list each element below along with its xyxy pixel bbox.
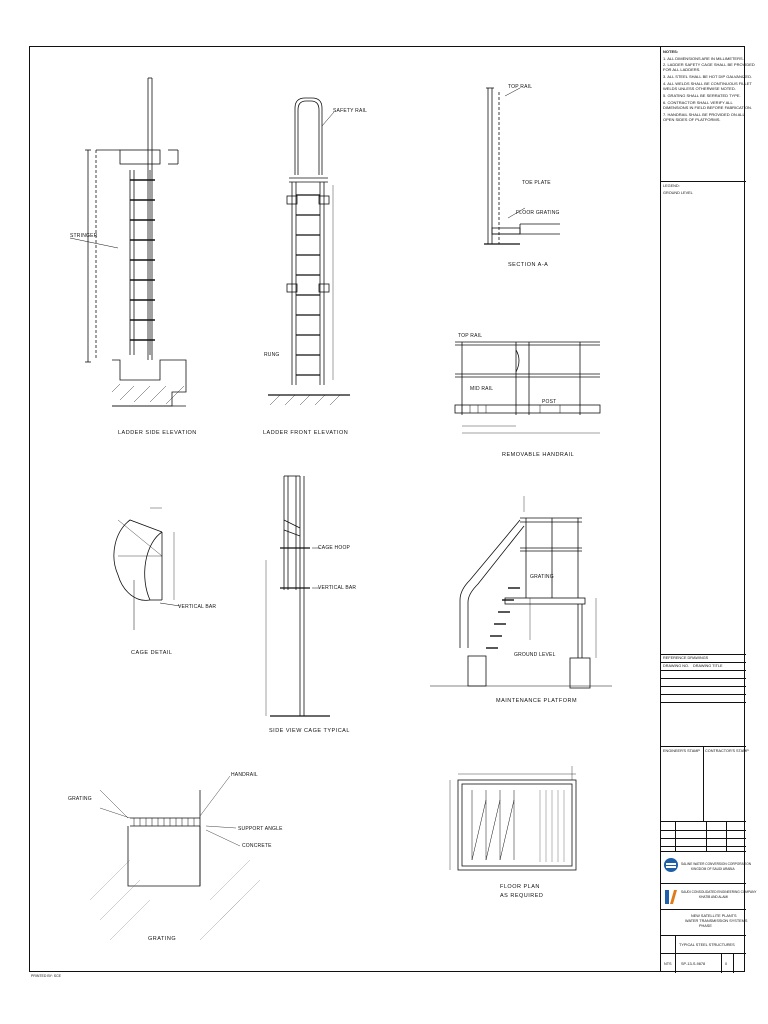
label-stringer: STRINGER [70,233,98,239]
note-line: OPEN SIDES OF PLATFORMS. [663,117,721,122]
engineer-stamp-label: ENGINEER'S STAMP [663,749,700,753]
client-name: SALINE WATER CONVERSION CORPORATION [681,862,752,866]
section-a-a-drawing [484,87,560,245]
note-line: 1. ALL DIMENSIONS ARE IN MILLIMETERS. [663,56,744,61]
caption-floor-plan: FLOOR PLAN [500,884,540,890]
drawing-number: SP-13-S-9878 [681,962,706,966]
revision-grid [661,821,746,852]
label-cage-hoop: CAGE HOOP [318,545,351,551]
note-line: 6. CONTRACTOR SHALL VERIFY ALL [663,100,733,105]
note-line: FOR ALL LADDERS. [663,67,701,72]
label-top-rail-handrail: TOP RAIL [458,333,483,339]
cage-detail-drawing [113,507,181,630]
client-logo-icon [664,858,678,872]
title-block: NOTES: 1. ALL DIMENSIONS ARE IN MILLIMET… [660,46,757,973]
label-toe-plate: TOE PLATE [522,180,551,186]
reference-row [661,694,746,702]
note-line: DIMENSIONS IN FIELD BEFORE FABRICATION. [663,105,753,110]
grating-section-drawing [89,775,261,941]
project-line-1: NEW SATELLITE PLANTS [691,914,737,918]
label-post: POST [542,399,557,405]
note-line: 5. GRATING SHALL BE SERRATED TYPE. [663,93,741,98]
label-cage-bar: VERTICAL BAR [178,604,217,610]
caption-cage-detail: CAGE DETAIL [131,650,173,656]
stamp-divider [703,747,704,822]
label-concrete: CONCRETE [242,843,272,849]
maintenance-platform-drawing [430,496,612,689]
consultant-section: SAUDI CONSOLIDATED ENGINEERING COMPANY K… [661,883,757,909]
caption-ladder-side-elevation: LADDER SIDE ELEVATION [118,430,197,436]
note-line: 4. ALL WELDS SHALL BE CONTINUOUS FILLET [663,81,752,86]
label-vertical-bar: VERTICAL BAR [318,585,357,591]
caption-floor-plan-sub: AS REQUIRED [500,893,544,899]
project-line-3: PHASE [699,924,712,928]
note-line: 2. LADDER SAFETY CAGE SHALL BE PROVIDED [663,62,755,67]
label-rung: RUNG [264,352,280,358]
ladder-front-elevation-drawing [268,97,350,406]
notes-section: NOTES: 1. ALL DIMENSIONS ARE IN MILLIMET… [661,46,755,181]
notes-heading: NOTES: [663,49,679,54]
scale-value: NTS [664,962,672,966]
caption-removable-handrail: REMOVABLE HANDRAIL [502,452,575,458]
caption-grating: GRATING [148,936,177,942]
project-section: NEW SATELLITE PLANTS WATER TRANSMISSION … [661,909,748,935]
legend-item: GROUND LEVEL [663,191,693,195]
consultant-name: SAUDI CONSOLIDATED ENGINEERING COMPANY [681,890,757,894]
reference-drawings-label: REFERENCE DRAWINGS [663,656,709,660]
consultant-sub: KHATIB AND ALAMI [699,895,728,899]
project-line-2: WATER TRANSMISSION SYSTEMS [685,919,748,923]
reference-drawings-columns: DRAWING NO. DRAWING TITLE [661,662,746,670]
caption-section-a-a: SECTION A-A [508,262,549,268]
contractor-stamp-label: CONTRACTOR'S STAMP [705,749,749,753]
reference-row [661,670,746,678]
reference-drawings-header: REFERENCE DRAWINGS [661,654,746,662]
legend-heading: LEGEND: [663,184,680,188]
note-line: WELDS UNLESS OTHERWISE NOTED. [663,86,736,91]
caption-side-view-cage: SIDE VIEW CAGE TYPICAL [269,728,350,734]
drawing-number-section: NTS SP-13-S-9878 0 [661,953,746,973]
drawing-sheet-border [29,46,745,972]
label-ground-level: GROUND LEVEL [514,652,556,658]
caption-maintenance-platform: MAINTENANCE PLATFORM [496,698,578,704]
drawing-title-label: DRAWING TITLE [693,664,723,668]
reference-row [661,686,746,694]
floor-plan-drawing [449,766,577,871]
label-floor-grating: FLOOR GRATING [516,210,560,216]
client-country: KINGDOM OF SAUDI ARABIA [691,867,735,871]
label-support-angle: SUPPORT ANGLE [238,826,283,832]
side-view-cage-drawing [265,475,330,717]
legend-section: LEGEND: GROUND LEVEL [661,181,746,201]
sheet-title: TYPICAL STEEL STRUCTURES [679,943,735,947]
label-safety-rail: SAFETY RAIL [333,108,368,114]
footer-print-label: PRINTED BY: SCE [31,974,61,978]
sheet-title-section: TYPICAL STEEL STRUCTURES [661,935,746,954]
caption-ladder-front-elevation: LADDER FRONT ELEVATION [263,430,349,436]
revision-number: 0 [725,962,728,966]
reference-row [661,702,746,710]
note-line: 3. ALL STEEL SHALL BE HOT DIP GALVANIZED… [663,74,753,79]
label-grating-platform: GRATING [530,574,554,580]
drawing-no-label: DRAWING NO. [663,664,690,668]
ladder-side-elevation-drawing [69,77,187,407]
label-grating-left: GRATING [68,796,92,802]
client-section: SALINE WATER CONVERSION CORPORATION KING… [661,851,751,883]
label-mid-rail: MID RAIL [470,386,494,392]
stamp-section: ENGINEER'S STAMP CONTRACTOR'S STAMP [661,746,749,822]
consultant-logo-icon [664,888,678,906]
removable-handrail-drawing [454,341,601,434]
reference-row [661,678,746,686]
label-top-rail-section: TOP RAIL [508,84,533,90]
note-line: 7. HANDRAIL SHALL BE PROVIDED ON ALL [663,112,745,117]
label-handrail: HANDRAIL [231,772,258,778]
